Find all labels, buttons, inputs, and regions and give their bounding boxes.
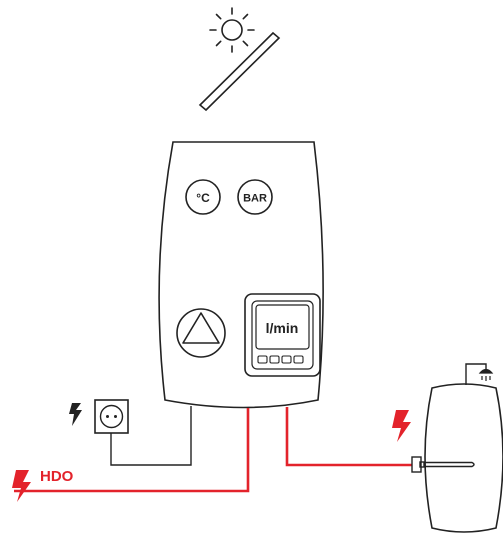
hdo-cable (14, 408, 250, 493)
hdo-lightning-icon (12, 470, 31, 502)
pressure-gauge: BAR (237, 179, 273, 215)
flow-meter-buttons (257, 355, 304, 364)
socket-cable (110, 406, 192, 466)
water-tank (424, 383, 503, 533)
pump-icon (176, 308, 226, 358)
shower-icon (478, 368, 494, 381)
flow-meter: l/min (244, 293, 321, 377)
hdo-label: HDO (40, 468, 74, 485)
sun-icon (209, 7, 255, 53)
temperature-gauge: °C (185, 179, 221, 215)
flow-label: l/min (266, 320, 299, 336)
shower-pipe (465, 363, 487, 385)
heating-element (411, 456, 475, 473)
lightning-icon (69, 403, 82, 426)
socket-icon (94, 399, 129, 434)
heater-cable (285, 407, 414, 467)
pressure-label: BAR (243, 193, 267, 205)
temperature-label: °C (196, 191, 210, 205)
heater-lightning-icon (392, 410, 411, 442)
control-unit-body (158, 141, 324, 409)
solar-panel-icon (198, 31, 281, 112)
